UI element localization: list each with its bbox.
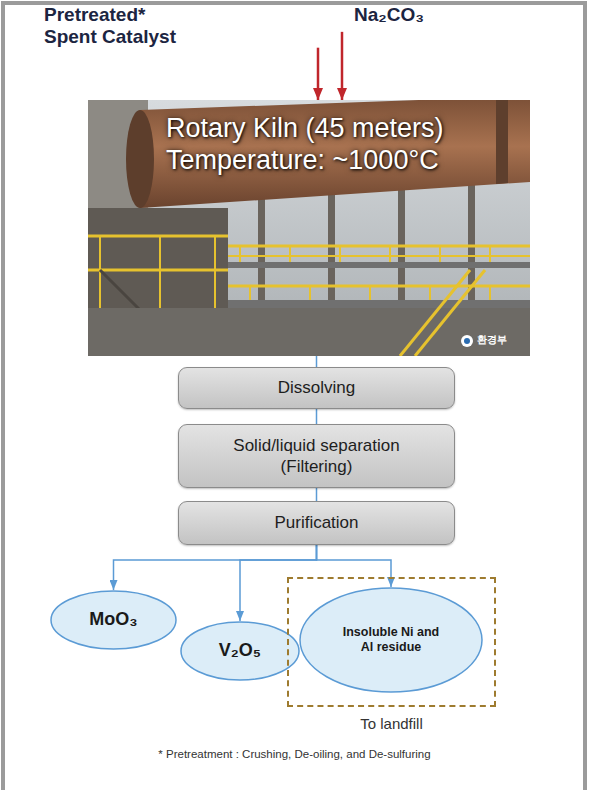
photo-caption: Rotary Kiln (45 meters): [166, 112, 444, 144]
yellow-post: [369, 286, 371, 300]
product-text: MoO₃: [89, 609, 137, 631]
product-ellipse: MoO₃: [50, 590, 177, 650]
flow-line: [316, 488, 318, 501]
yellow-post: [309, 286, 311, 300]
footnote: * Pretreatment : Crushing, De-oiling, an…: [158, 748, 430, 762]
process-text: Solid/liquid separation (Filtering): [219, 435, 414, 478]
kiln-photo: Rotary Kiln (45 meters)Temperature: ~100…: [88, 100, 530, 356]
yellow-post: [239, 246, 241, 262]
ellipse-shape: [181, 622, 299, 680]
yellow-railing: [228, 245, 530, 248]
process-text: Purification: [274, 513, 358, 533]
logo-emblem-core: [464, 338, 470, 344]
logo-text: 환경부: [477, 334, 507, 346]
ellipse-shape: [300, 588, 482, 692]
kiln-ring: [496, 100, 508, 184]
platform: [228, 262, 530, 268]
yellow-post: [389, 246, 391, 262]
process-text: Dissolving: [278, 378, 355, 398]
ground: [88, 308, 530, 356]
process-box: Dissolving: [178, 367, 455, 409]
feed-arrow: [317, 48, 320, 100]
product-ellipse: V₂O₅: [180, 621, 300, 681]
yellow-railing: [88, 235, 228, 238]
group-heading: To landfill: [360, 715, 423, 733]
ellipse-shape: [51, 591, 176, 649]
kiln-cylinder: [140, 100, 530, 208]
product-arrow: [317, 545, 392, 587]
yellow-post: [339, 246, 341, 262]
product-arrow: [240, 545, 317, 621]
process-box: Solid/liquid separation (Filtering): [178, 424, 455, 488]
flow-line: [316, 356, 318, 367]
product-text: V₂O₅: [219, 640, 261, 662]
stair-rail: [415, 270, 485, 356]
page-frame: [3, 3, 585, 790]
yellow-post: [289, 246, 291, 262]
kiln-photo-art: [88, 100, 530, 356]
input-text: Pretreated* Spent Catalyst: [44, 4, 190, 48]
yellow-post: [439, 246, 441, 262]
photo-caption: Temperature: ~1000°C: [166, 144, 439, 176]
yellow-railing: [228, 255, 530, 257]
flow-line: [316, 409, 318, 424]
platform: [228, 300, 530, 308]
yellow-railing: [88, 269, 228, 272]
yellow-post: [429, 286, 431, 300]
label-holder: * Pretreatment : Crushing, De-oiling, an…: [0, 748, 589, 762]
yellow-post: [489, 286, 491, 300]
input-label: Na₂CO₃: [336, 4, 436, 32]
kiln-end-cap: [126, 110, 154, 208]
logo-emblem: [461, 335, 473, 347]
input-label: Pretreated* Spent Catalyst: [40, 4, 330, 48]
landfill-group: To landfill Insoluble Ni and Al residue: [287, 577, 496, 739]
process-box: Purification: [178, 501, 455, 545]
yellow-railing: [228, 285, 530, 288]
residue-text: Insoluble Ni and Al residue: [339, 625, 443, 655]
yellow-post: [249, 286, 251, 300]
residue-ellipse: Insoluble Ni and Al residue: [299, 587, 483, 693]
label-holder: 환경부: [477, 334, 507, 346]
stair-rail: [400, 270, 470, 356]
yellow-post: [489, 246, 491, 262]
feed-arrow: [341, 32, 344, 100]
input-text: Na₂CO₃: [354, 4, 424, 26]
